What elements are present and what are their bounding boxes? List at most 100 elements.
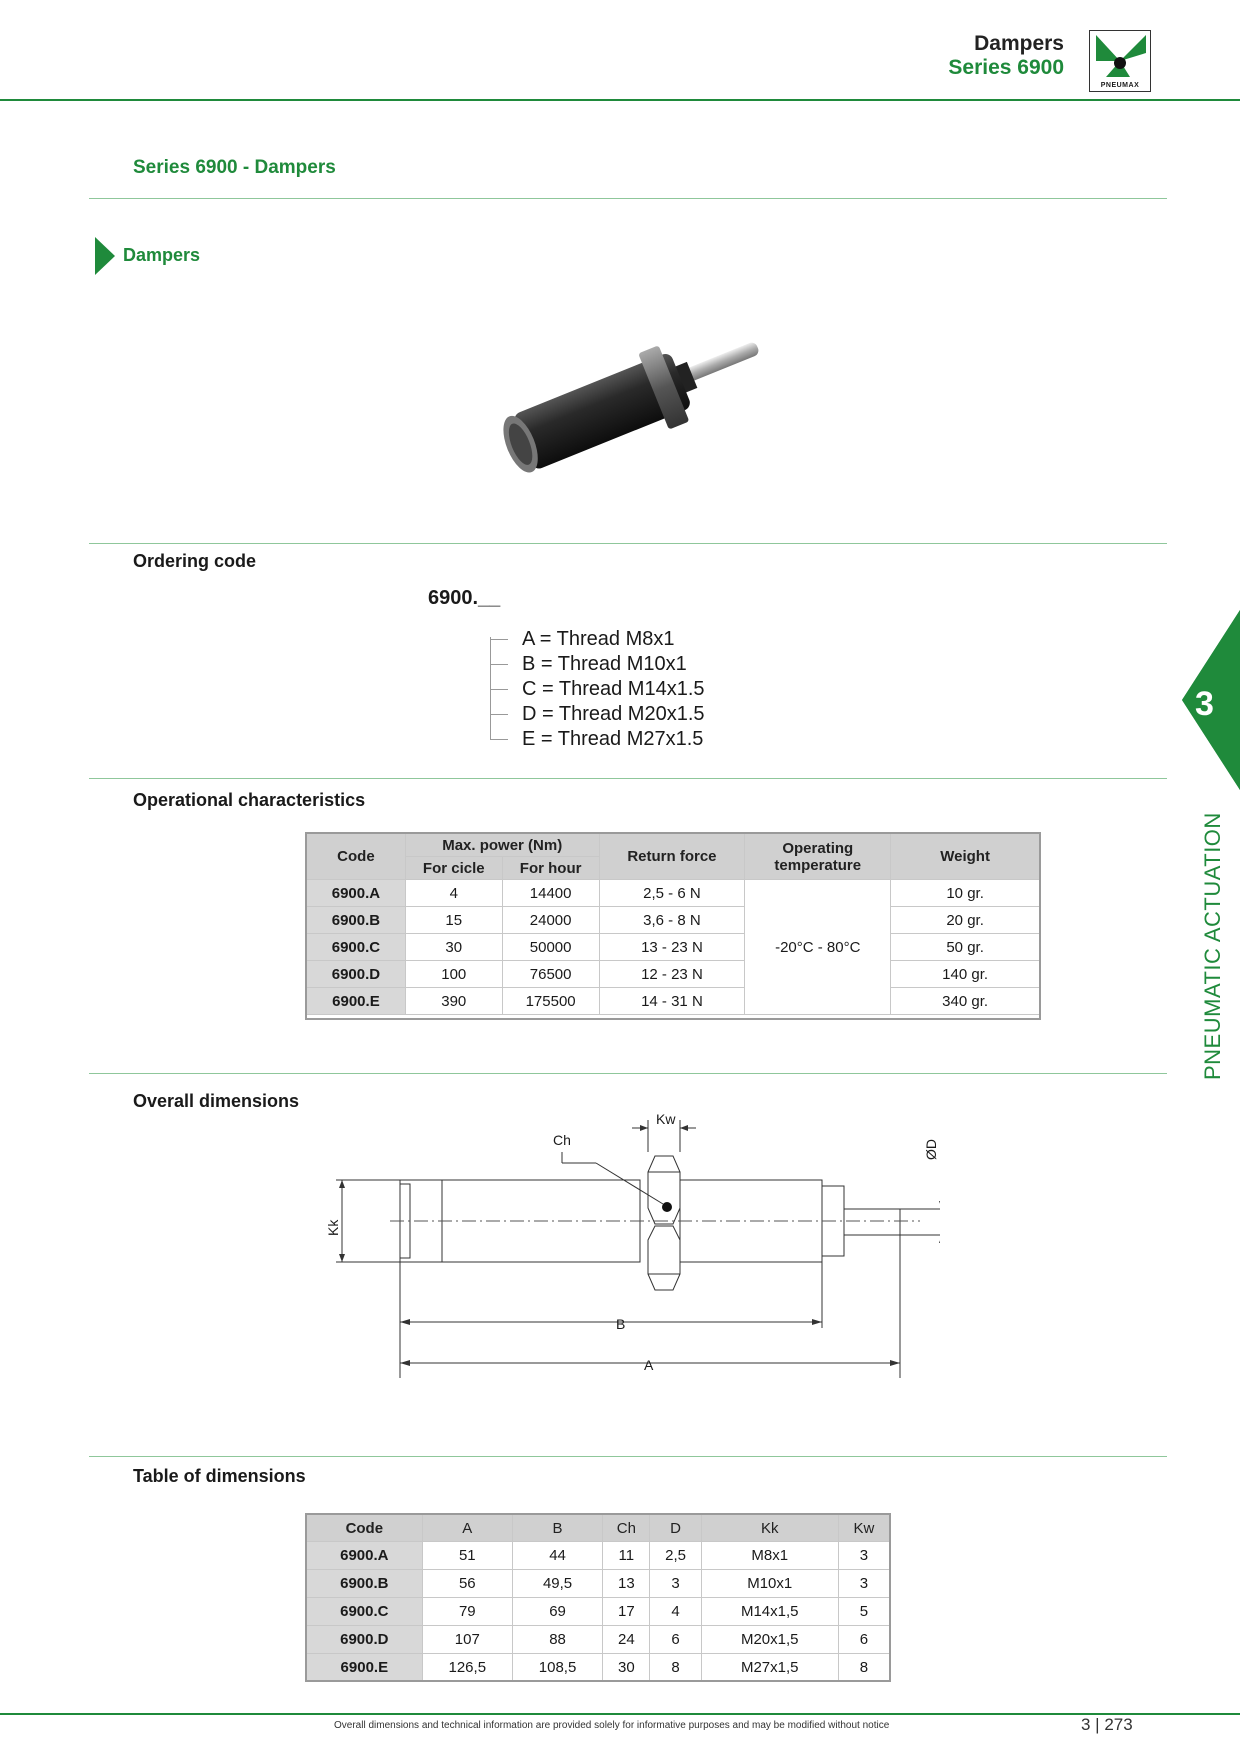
divider: [89, 543, 1167, 544]
cell-d: 2,5: [649, 1541, 702, 1570]
cell-weight: 140 gr.: [890, 960, 1040, 988]
chapter-tab: [1182, 610, 1240, 790]
col-b: B: [511, 1514, 604, 1542]
header-rule: [0, 99, 1240, 101]
cell-b: 44: [511, 1541, 604, 1570]
table-row: 6900.D 100 76500 12 - 23 N 140 gr.: [306, 960, 1040, 988]
cell-code: 6900.B: [306, 906, 406, 934]
cell-ch: 11: [602, 1541, 651, 1570]
chapter-label-wrap: PNEUMATIC ACTUATION: [1160, 790, 1240, 1080]
col-weight: Weight: [890, 833, 1040, 880]
col-a: A: [421, 1514, 513, 1542]
cell-weight: 20 gr.: [890, 906, 1040, 934]
footer-note: Overall dimensions and technical informa…: [334, 1720, 890, 1731]
logo-mark-icon: [1096, 35, 1146, 77]
col-for-cicle: For cicle: [404, 856, 503, 880]
cell-d: 8: [649, 1653, 702, 1682]
cell-kw: 8: [837, 1653, 891, 1682]
cell-b: 108,5: [511, 1653, 604, 1682]
cell-ch: 30: [602, 1653, 651, 1682]
dimension-drawing: [336, 1120, 940, 1378]
cell-force: 2,5 - 6 N: [598, 879, 746, 907]
divider: [89, 1073, 1167, 1074]
cell-a: 107: [421, 1625, 513, 1654]
table-row: 6900.C 79 69 17 4 M14x1,5 5: [306, 1597, 891, 1626]
ordering-option: A = Thread M8x1: [490, 627, 705, 652]
cell-kw: 5: [837, 1597, 891, 1626]
cell-d: 4: [649, 1597, 702, 1626]
cell-weight: 340 gr.: [890, 987, 1040, 1015]
ordering-code: 6900.__: [428, 587, 501, 609]
label-kw: Kw: [656, 1111, 676, 1127]
label-ch: Ch: [553, 1132, 571, 1148]
col-max-power: Max. power (Nm): [404, 833, 600, 857]
cell-code: 6900.E: [306, 1653, 423, 1682]
cell-ch: 13: [602, 1569, 651, 1598]
table-row: 6900.D 107 88 24 6 M20x1,5 6: [306, 1625, 891, 1654]
ordering-option: C = Thread M14x1.5: [490, 677, 705, 702]
cell-weight: 10 gr.: [890, 879, 1040, 907]
cell-temperature: -20°C - 80°C: [744, 879, 892, 1015]
damper-product-image: [503, 342, 759, 473]
cell-cicle: 390: [404, 987, 503, 1015]
cell-kw: 3: [837, 1541, 891, 1570]
cell-a: 51: [421, 1541, 513, 1570]
cell-code: 6900.A: [306, 1541, 423, 1570]
divider: [89, 198, 1167, 199]
divider: [89, 1456, 1167, 1457]
pneumax-logo: PNEUMAX: [1089, 30, 1151, 92]
cell-cicle: 15: [404, 906, 503, 934]
cell-force: 14 - 31 N: [598, 987, 746, 1015]
cell-force: 12 - 23 N: [598, 960, 746, 988]
table-row: 6900.A 4 14400 2,5 - 6 N -20°C - 80°C 10…: [306, 879, 1040, 1015]
cell-hour: 175500: [501, 987, 600, 1015]
logo-text: PNEUMAX: [1100, 82, 1140, 89]
cell-force: 13 - 23 N: [598, 933, 746, 961]
chapter-number: 3: [1195, 685, 1214, 723]
cell-cicle: 4: [404, 879, 503, 907]
dim-table-heading: Table of dimensions: [133, 1466, 306, 1486]
ordering-option: E = Thread M27x1.5: [490, 727, 705, 752]
cell-b: 69: [511, 1597, 604, 1626]
header-title: Dampers: [974, 32, 1064, 55]
dimensions-heading: Overall dimensions: [133, 1091, 300, 1111]
col-for-hour: For hour: [501, 856, 600, 880]
table-row: 6900.A 51 44 11 2,5 M8x1 3: [306, 1541, 891, 1570]
ordering-tree-line: [490, 637, 491, 739]
col-operating-temp: Operating temperature: [744, 833, 892, 880]
cell-code: 6900.D: [306, 960, 406, 988]
page-title: Series 6900 - Dampers: [133, 157, 336, 178]
table-row: 6900.E 390 175500 14 - 31 N 340 gr.: [306, 987, 1040, 1015]
cell-weight: 50 gr.: [890, 933, 1040, 961]
col-return-force: Return force: [598, 833, 746, 880]
cell-code: 6900.D: [306, 1625, 423, 1654]
label-a: A: [644, 1357, 654, 1373]
cell-hour: 24000: [501, 906, 600, 934]
dimensions-table: Code A B Ch D Kk Kw 6900.A 51 44 11 2,5 …: [306, 1514, 891, 1682]
header-subtitle: Series 6900: [948, 56, 1064, 79]
cell-b: 49,5: [511, 1569, 604, 1598]
footer-rule: [0, 1713, 1240, 1715]
col-d: D: [649, 1514, 702, 1542]
label-d: ØD: [923, 1139, 939, 1160]
cell-kk: M10x1: [700, 1569, 839, 1598]
cell-cicle: 30: [404, 933, 503, 961]
table-row: 6900.E 126,5 108,5 30 8 M27x1,5 8: [306, 1653, 891, 1682]
chapter-label: PNEUMATIC ACTUATION: [1200, 812, 1225, 1080]
section-arrow-icon: [95, 237, 115, 275]
ordering-heading: Ordering code: [133, 551, 257, 571]
cell-d: 3: [649, 1569, 702, 1598]
cell-cicle: 100: [404, 960, 503, 988]
cell-hour: 76500: [501, 960, 600, 988]
cell-kk: M20x1,5: [700, 1625, 839, 1654]
cell-hour: 14400: [501, 879, 600, 907]
divider: [89, 778, 1167, 779]
table-row: 6900.C 30 50000 13 - 23 N 50 gr.: [306, 933, 1040, 961]
cell-ch: 24: [602, 1625, 651, 1654]
cell-force: 3,6 - 8 N: [598, 906, 746, 934]
cell-code: 6900.E: [306, 987, 406, 1015]
cell-a: 56: [421, 1569, 513, 1598]
cell-ch: 17: [602, 1597, 651, 1626]
ordering-option: D = Thread M20x1.5: [490, 702, 705, 727]
col-code: Code: [306, 833, 406, 880]
